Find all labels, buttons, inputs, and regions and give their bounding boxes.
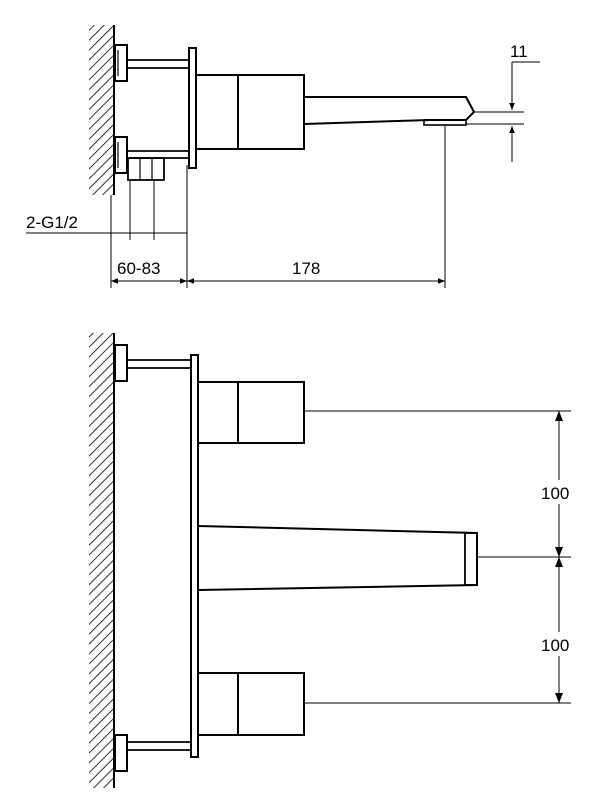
- upper-handle: [197, 381, 305, 444]
- dim-spout-height: 11: [466, 42, 540, 162]
- dim-label-spout-height: 11: [510, 42, 528, 61]
- dim-label-spacing-upper: 100: [541, 484, 569, 503]
- cover-plate-side: [188, 47, 197, 169]
- side-view: [89, 25, 476, 195]
- handle-body-side: [195, 74, 305, 150]
- upper-nut: [114, 44, 128, 82]
- lower-handle: [197, 672, 305, 736]
- spout-tip: [464, 532, 478, 586]
- lower-fixing-nut: [114, 734, 128, 772]
- dim-label-spacing-lower: 100: [541, 636, 569, 655]
- dim-lengths: 60-83 178: [110, 126, 446, 288]
- wall-hatch-bottom: [89, 333, 114, 788]
- spout-side: [303, 96, 476, 125]
- connector-block: [127, 157, 165, 181]
- cover-plate-top: [190, 354, 199, 758]
- wall-hatch-top: [89, 25, 114, 195]
- dim-label-wall-depth: 60-83: [117, 259, 160, 278]
- top-view: [89, 333, 478, 788]
- dim-thread: 2-G1/2: [26, 180, 187, 240]
- dim-spacing: 100 100: [304, 410, 582, 704]
- upper-fixing-nut: [114, 344, 128, 382]
- dim-label-spout-length: 178: [292, 259, 320, 278]
- lower-nut: [114, 136, 128, 174]
- dim-label-thread: 2-G1/2: [26, 213, 78, 232]
- spout-top: [197, 525, 478, 591]
- aerator: [423, 119, 467, 126]
